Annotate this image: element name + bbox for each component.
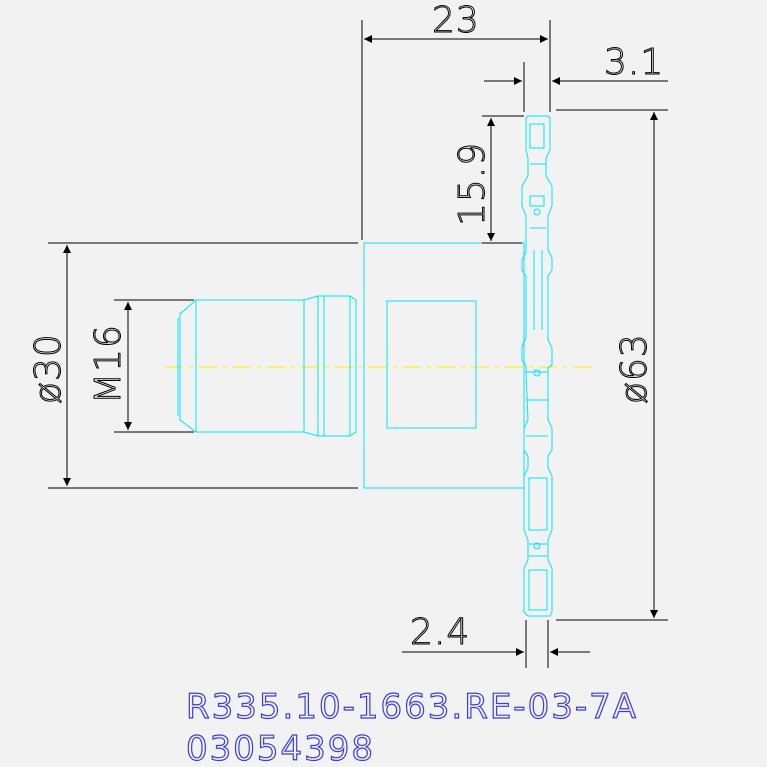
label-tooth-height: 15.9 (452, 142, 493, 226)
body-recess (386, 300, 477, 429)
part-number: R335.10-1663.RE-03-7A (186, 687, 638, 727)
label-overall-length: 23 (432, 0, 480, 41)
cutter-flange-top (521, 115, 553, 373)
order-code: 03054398 (186, 729, 375, 767)
label-cutter-diameter: ø63 (614, 333, 655, 404)
dimension-flange-thickness: 3.1 (484, 42, 668, 112)
dimension-tooth-height: 15.9 (452, 115, 524, 244)
dimension-cutter-diameter: ø63 (556, 109, 668, 621)
dimension-thread: M16 (88, 299, 194, 433)
cylindrical-body (363, 242, 525, 489)
cutter-flange-bottom (523, 371, 553, 617)
part-outline (177, 115, 553, 617)
label-flange-thickness: 3.1 (604, 42, 664, 83)
shank-neck (303, 295, 351, 437)
label-tip-width: 2.4 (410, 612, 470, 653)
dimension-tip-width: 2.4 (402, 612, 590, 668)
dimension-body-diameter: ø30 (28, 242, 358, 489)
dimension-overall-length: 23 (361, 0, 551, 240)
label-body-diameter: ø30 (28, 333, 69, 404)
label-thread: M16 (88, 324, 129, 404)
threaded-shank (179, 299, 305, 433)
